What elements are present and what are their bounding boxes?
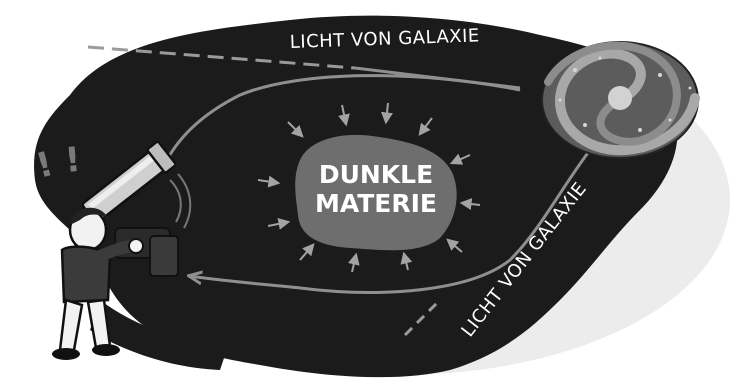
spiral-galaxy-icon <box>542 42 698 158</box>
dark-matter-label-line2: MATERIE <box>315 189 437 218</box>
dark-matter-label-line1: DUNKLE <box>319 160 433 189</box>
